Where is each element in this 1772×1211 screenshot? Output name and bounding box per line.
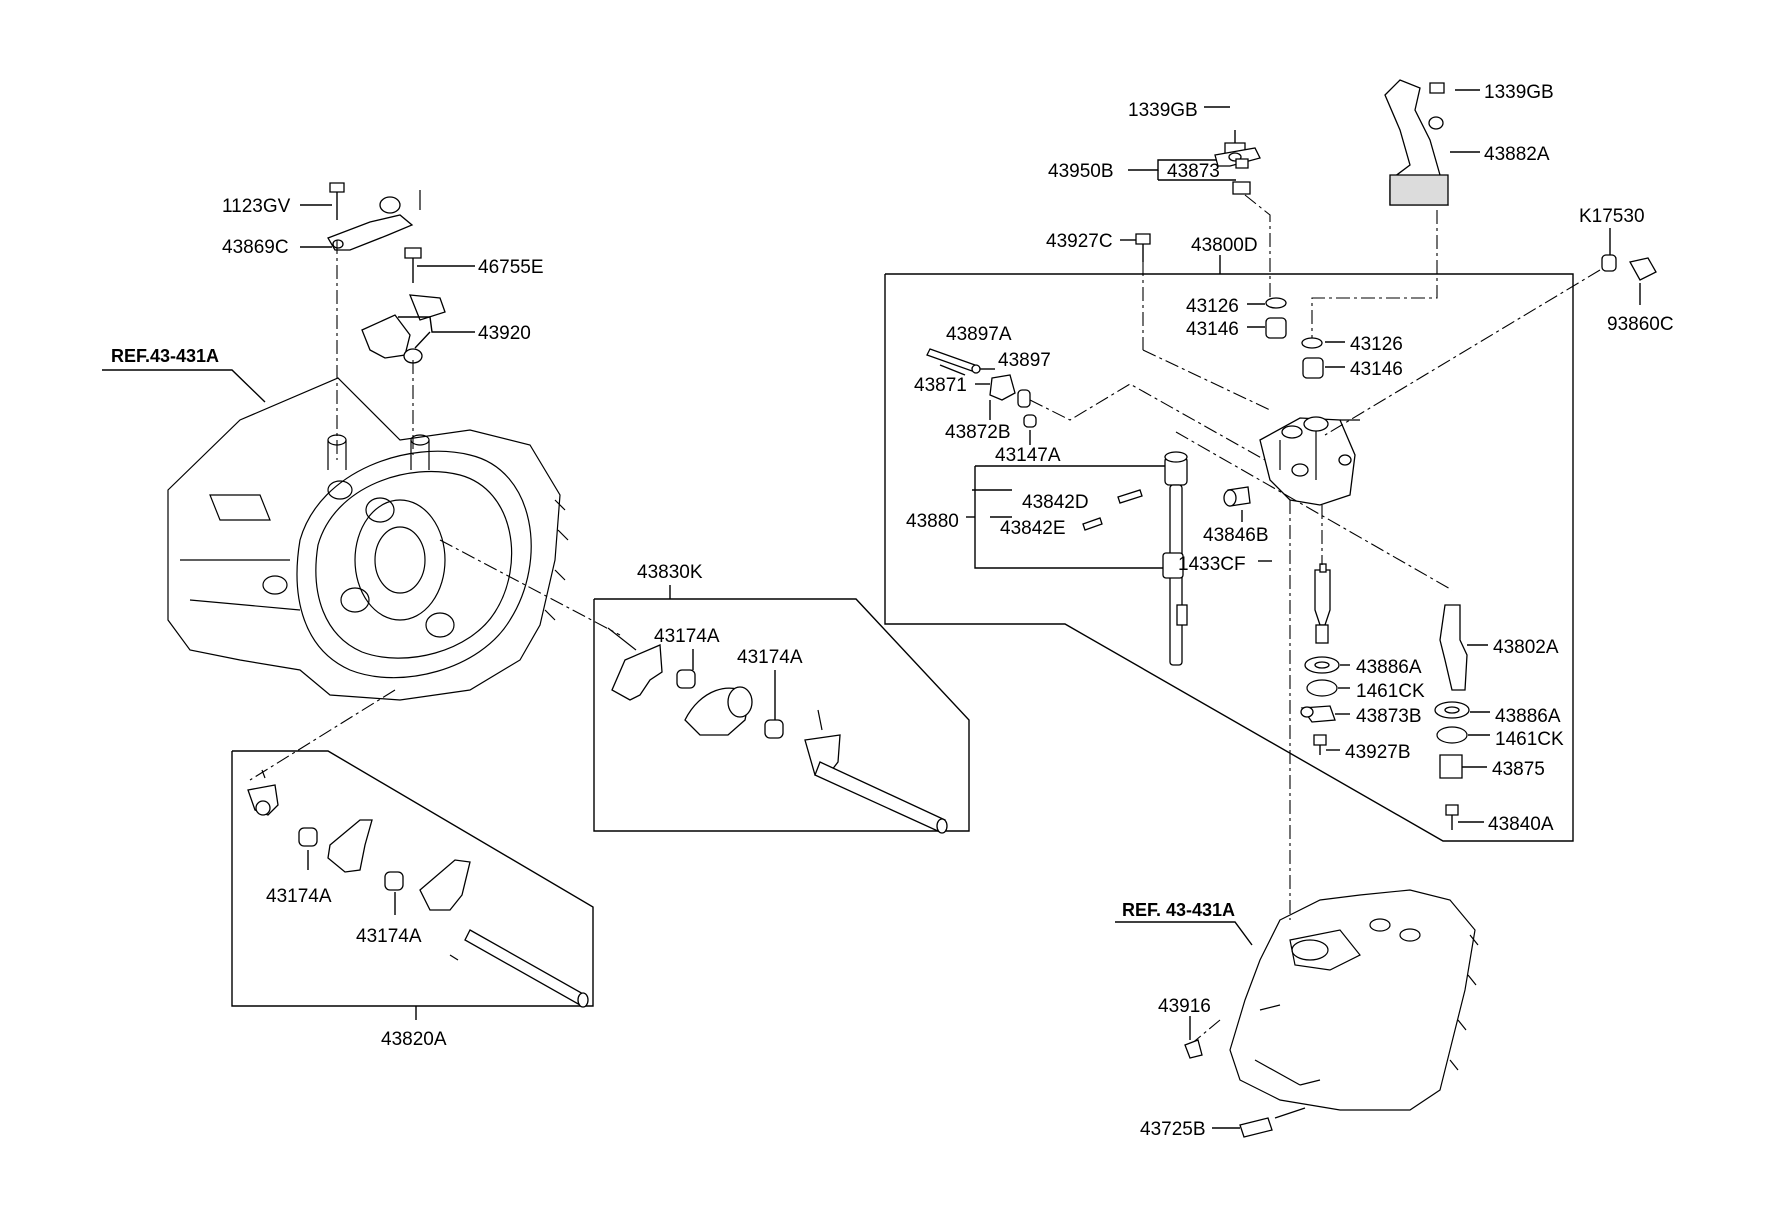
label-43725B: 43725B: [1140, 1119, 1206, 1140]
leader-left-d: [249, 689, 396, 781]
label-43800D: 43800D: [1191, 235, 1258, 256]
bracket-43920: [361, 294, 446, 364]
bolt-46755E: [404, 247, 422, 283]
label-43927B: 43927B: [1345, 742, 1411, 763]
bracket-43869C: [327, 190, 421, 251]
leader-left-c: [439, 539, 621, 636]
ref-label-right: REF. 43-431A: [1122, 900, 1235, 920]
label-43886A-1: 43886A: [1356, 657, 1422, 678]
label-43927C: 43927C: [1046, 231, 1113, 252]
label-43872B: 43872B: [945, 422, 1011, 443]
label-43840A: 43840A: [1488, 814, 1554, 835]
label-43880: 43880: [906, 511, 959, 532]
label-46755E: 46755E: [478, 257, 544, 278]
leader-right-b: [1311, 210, 1438, 338]
shaft-43880: [1082, 451, 1188, 666]
label-43897: 43897: [998, 350, 1051, 371]
bracket-43882A: [1384, 79, 1449, 206]
label-43882A: 43882A: [1484, 144, 1550, 165]
control-housing-43800D: [1259, 416, 1360, 506]
label-43950B: 43950B: [1048, 161, 1114, 182]
label-43886A-2: 43886A: [1495, 706, 1561, 727]
box-43830K: [593, 598, 970, 832]
label-43147A: 43147A: [995, 445, 1061, 466]
lever-left-43886A: [1300, 563, 1340, 755]
label-1461CK-1: 1461CK: [1356, 681, 1425, 702]
label-43802A: 43802A: [1493, 637, 1559, 658]
label-1339GB-2: 1339GB: [1484, 82, 1554, 103]
box-43800D: [884, 273, 1574, 842]
label-43897A: 43897A: [946, 324, 1012, 345]
switch-93860C: [1629, 257, 1657, 281]
label-43174A-3: 43174A: [266, 886, 332, 907]
label-43842E: 43842E: [1000, 518, 1066, 539]
transaxle-housing-left: [167, 377, 569, 701]
pin-43725B: [1239, 1107, 1306, 1138]
bracket-43873: [1214, 130, 1261, 195]
label-K17530: K17530: [1579, 206, 1645, 227]
leader-right-e: [1142, 349, 1271, 411]
label-1433CF: 1433CF: [1178, 554, 1246, 575]
pin-43871: [926, 348, 981, 374]
plug-43916: [1184, 1039, 1203, 1059]
fork-assembly-43820A: [247, 769, 589, 1008]
box-43820A: [231, 750, 594, 1007]
leader-right-c: [1324, 269, 1601, 436]
label-43146-2: 43146: [1350, 359, 1403, 380]
leader-right-g: [1175, 431, 1453, 591]
label-43875: 43875: [1492, 759, 1545, 780]
label-43873: 43873: [1167, 161, 1220, 182]
bolt-43927C: [1135, 233, 1151, 262]
plug-43846B: [1223, 486, 1251, 507]
seals-43126-43146: [1265, 297, 1324, 379]
bolt-1123GV: [329, 182, 345, 220]
label-1339GB-1: 1339GB: [1128, 100, 1198, 121]
label-43871: 43871: [914, 375, 967, 396]
label-93860C: 93860C: [1607, 314, 1674, 335]
label-43920: 43920: [478, 323, 531, 344]
fork-assembly-43830K: [607, 627, 948, 834]
label-43873B: 43873B: [1356, 706, 1422, 727]
label-43174A-2: 43174A: [737, 647, 803, 668]
label-43126-2: 43126: [1350, 334, 1403, 355]
label-43846B: 43846B: [1203, 525, 1269, 546]
label-43830K: 43830K: [637, 562, 703, 583]
label-1461CK-2: 1461CK: [1495, 729, 1564, 750]
transaxle-housing-right: [1229, 889, 1479, 1111]
ref-label-left: REF.43-431A: [111, 346, 219, 366]
label-43174A-4: 43174A: [356, 926, 422, 947]
label-43126-1: 43126: [1186, 296, 1239, 317]
label-43820A: 43820A: [381, 1029, 447, 1050]
label-43842D: 43842D: [1022, 492, 1089, 513]
label-43146-1: 43146: [1186, 319, 1239, 340]
leader-right-a: [1244, 194, 1271, 298]
sensor-K17530: [1601, 254, 1617, 272]
leader-lines: [102, 89, 1641, 1129]
label-1123GV: 1123GV: [222, 196, 291, 217]
bracket-43872B: [989, 374, 1037, 428]
label-43174A-1: 43174A: [654, 626, 720, 647]
label-43869C: 43869C: [222, 237, 289, 258]
lever-right-43802A: [1434, 604, 1470, 830]
leader-right-f: [1029, 383, 1266, 461]
label-43916: 43916: [1158, 996, 1211, 1017]
